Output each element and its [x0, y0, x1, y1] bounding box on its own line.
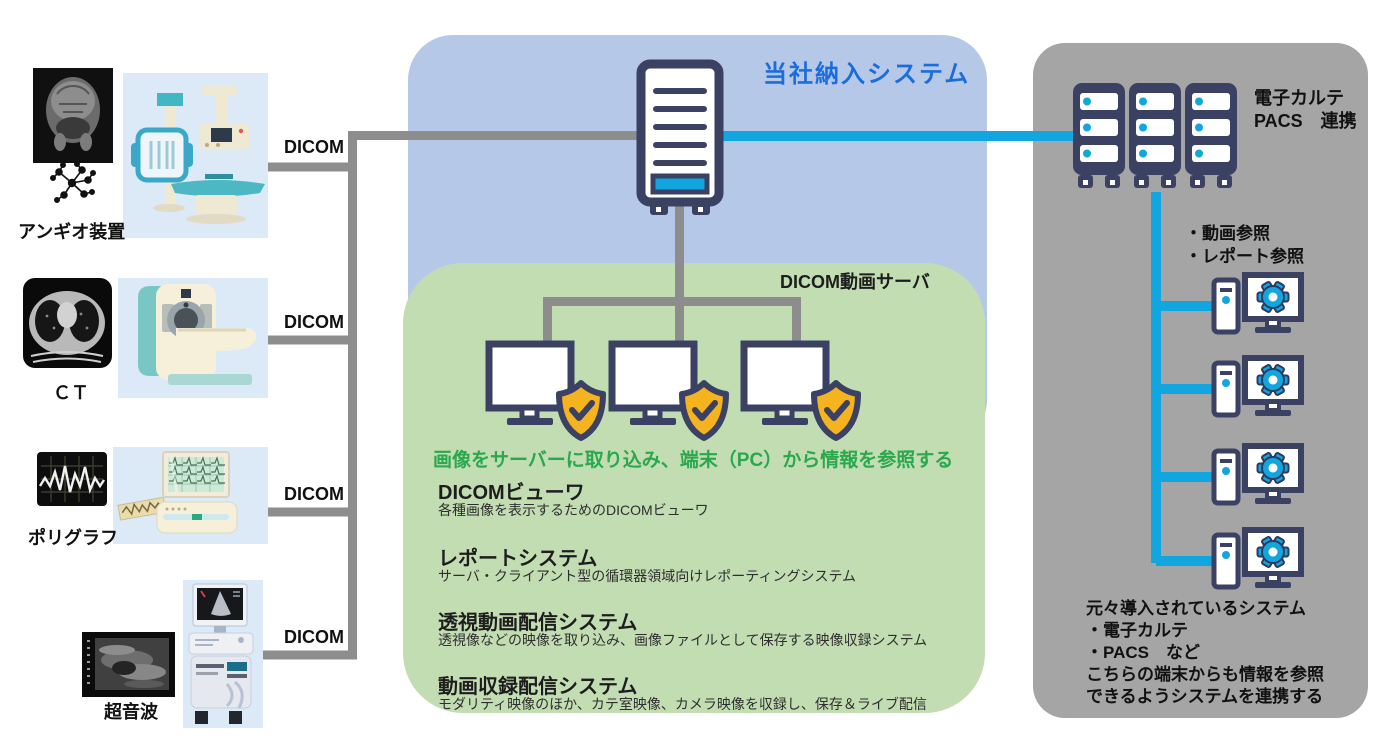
system-name-report: レポートシステム — [438, 548, 598, 570]
dicom-link-label: DICOM — [284, 627, 344, 647]
note-line: こちらの端末からも情報を参照 — [1086, 665, 1324, 684]
dicom-link-label: DICOM — [284, 484, 344, 504]
device-label-ct: ＣＴ — [53, 383, 89, 403]
delivered-system-title: 当社納入システム — [763, 61, 971, 88]
waveform-image — [37, 452, 107, 506]
ehr-pacs-link-title-line2: PACS 連携 — [1254, 111, 1357, 131]
device-label-polygraph: ポリグラフ — [28, 528, 118, 548]
system-name-video-record: 動画収録配信システム — [438, 676, 638, 698]
pc-terminal-gear-icon — [1211, 355, 1304, 418]
pc-monitor-shield-icon — [608, 340, 729, 441]
system-desc-video-record: モダリティ映像のほか、カテ室映像、カメラ映像を収録し、保存＆ライブ配信 — [438, 696, 927, 712]
pc-terminal-gear-icon — [1211, 443, 1304, 506]
server-rack-icon — [1129, 83, 1181, 188]
device-label-ultrasound: 超音波 — [104, 702, 158, 722]
dicom-link-label: DICOM — [284, 312, 344, 332]
system-name-fluoro-delivery: 透視動画配信システム — [438, 612, 638, 634]
ct-scan-image — [23, 278, 112, 368]
system-desc-dicom-viewer: 各種画像を表示するためのDICOMビューワ — [438, 502, 709, 518]
note-line: できるようシステムを連携する — [1086, 687, 1324, 706]
pc-monitor-shield-icon — [485, 340, 606, 441]
note-line: ・電子カルテ — [1086, 621, 1188, 640]
pc-terminal-gear-icon — [1211, 272, 1304, 335]
bullet-video-reference: ・動画参照 — [1185, 224, 1270, 243]
molecule-icon — [49, 162, 96, 203]
server-rack-icon — [1185, 83, 1237, 188]
region-dicom-video-server — [403, 263, 985, 713]
pc-monitor-shield-icon — [740, 340, 861, 441]
system-name-dicom-viewer: DICOMビューワ — [438, 482, 585, 504]
video-server-title: DICOM動画サーバ — [780, 272, 930, 292]
server-rack-icon — [1073, 83, 1125, 188]
dicom-link-label: DICOM — [284, 137, 344, 157]
device-label-angio: アンギオ装置 — [18, 222, 126, 242]
note-line: 元々導入されているシステム — [1086, 599, 1306, 618]
ehr-pacs-link-title-line1: 電子カルテ — [1254, 88, 1344, 108]
ultrasound-machine-illustration — [183, 580, 263, 728]
ct-scanner-illustration — [118, 278, 268, 398]
server-import-tagline: 画像をサーバーに取り込み、端末（PC）から情報を参照する — [433, 450, 954, 471]
brain-mri-image — [33, 68, 113, 163]
existing-system-note: 元々導入されているシステム ・電子カルテ ・PACS など こちらの端末からも情… — [1086, 598, 1324, 708]
ultrasound-image — [82, 632, 175, 697]
system-desc-report: サーバ・クライアント型の循環器領域向けレポーティングシステム — [438, 568, 857, 584]
bullet-report-reference: ・レポート参照 — [1185, 247, 1304, 266]
server-icon — [636, 59, 724, 215]
note-line: ・PACS など — [1086, 643, 1200, 662]
angio-machine-illustration — [123, 73, 268, 238]
ecg-machine-illustration — [113, 447, 268, 544]
pc-terminal-gear-icon — [1211, 527, 1304, 590]
system-desc-fluoro-delivery: 透視像などの映像を取り込み、画像ファイルとして保存する映像収録システム — [438, 632, 928, 648]
